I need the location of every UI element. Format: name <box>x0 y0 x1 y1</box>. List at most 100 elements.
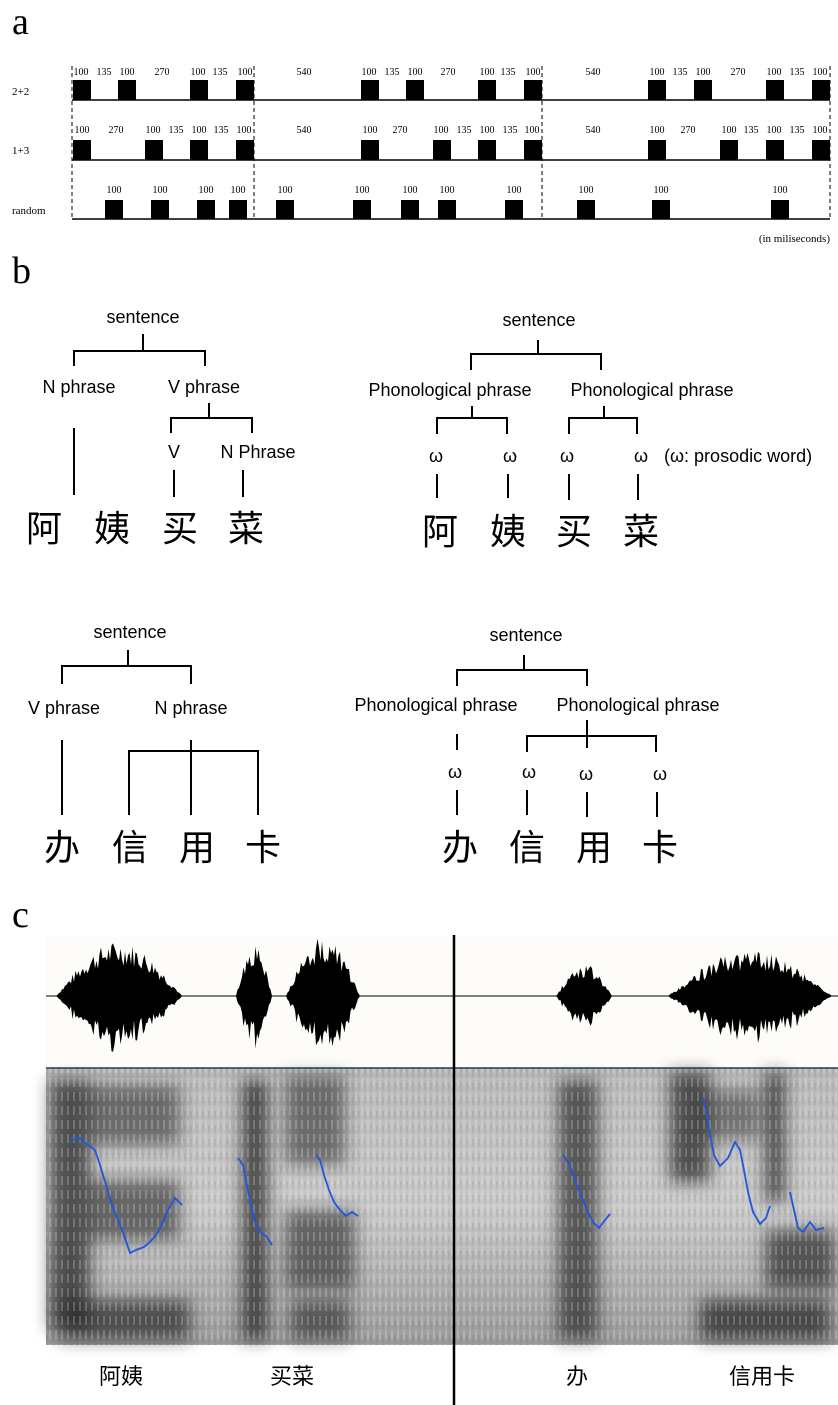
duration-label: 270 <box>155 67 170 78</box>
waveform <box>56 938 832 1052</box>
block <box>524 80 542 100</box>
block <box>478 80 496 100</box>
hanzi: 信 <box>509 828 545 869</box>
block <box>151 200 169 219</box>
hanzi: 用 <box>179 828 215 869</box>
block <box>361 140 379 160</box>
duration-label: 100 <box>74 67 89 78</box>
duration-label: 135 <box>169 125 184 136</box>
duration-label: 100 <box>231 185 246 196</box>
hanzi: 姨 <box>490 512 526 553</box>
node-omega: ω <box>503 446 517 466</box>
tree-prosody-2 <box>456 655 658 817</box>
tree-branch <box>170 403 253 433</box>
hanzi: 阿 <box>26 509 62 550</box>
duration-label: 100 <box>75 125 90 136</box>
duration-label: 540 <box>297 125 312 136</box>
duration-label: 100 <box>813 67 828 78</box>
tree-prosody-2-labels: sentence Phonological phrase Phonologica… <box>354 625 719 869</box>
duration-label: 135 <box>790 67 805 78</box>
duration-label: 135 <box>501 67 516 78</box>
waveform-segment <box>556 966 612 1026</box>
pitch-contour <box>562 1154 611 1230</box>
duration-label: 270 <box>441 67 456 78</box>
node-omega: ω <box>448 762 462 782</box>
duration-label: 100 <box>650 67 665 78</box>
duration-label: 100 <box>120 67 135 78</box>
block <box>401 200 419 219</box>
duration-label: 100 <box>238 67 253 78</box>
node-omega: ω <box>579 764 593 784</box>
hanzi: 办 <box>44 828 80 869</box>
caption-ban: 办 <box>566 1365 588 1390</box>
tree-branch <box>128 740 259 815</box>
node-n-phrase-sub: N Phrase <box>220 442 295 462</box>
node-phonological-phrase: Phonological phrase <box>556 695 719 715</box>
tree-syntax-1-labels: sentence N phrase V phrase V N Phrase 阿 … <box>26 307 296 550</box>
tree-branch <box>436 406 508 434</box>
duration-label: 540 <box>586 125 601 136</box>
node-phonological-phrase: Phonological phrase <box>570 380 733 400</box>
duration-label: 540 <box>586 67 601 78</box>
panel-a-letter: a <box>12 1 29 43</box>
block <box>648 140 666 160</box>
duration-label: 100 <box>363 125 378 136</box>
numbers-random: 100 100 100 100 100 100 100 100 100 100 … <box>107 185 788 196</box>
duration-label: 135 <box>673 67 688 78</box>
duration-label: 100 <box>480 125 495 136</box>
duration-label: 100 <box>107 185 122 196</box>
node-omega: ω <box>429 446 443 466</box>
blocks-1plus3 <box>73 140 830 160</box>
hanzi: 信 <box>112 828 148 869</box>
duration-label: 100 <box>767 67 782 78</box>
node-sentence: sentence <box>93 622 166 642</box>
hanzi: 菜 <box>623 512 659 553</box>
duration-label: 100 <box>507 185 522 196</box>
tree-branch <box>526 720 657 752</box>
tree-syntax-2-labels: sentence V phrase N phrase 办 信 用 卡 <box>28 622 281 869</box>
block <box>190 140 208 160</box>
duration-label: 100 <box>153 185 168 196</box>
hanzi: 买 <box>162 509 198 550</box>
omega-note: (ω: prosodic word) <box>664 446 812 466</box>
hanzi: 卡 <box>245 828 281 869</box>
panel-c-letter: c <box>12 894 29 936</box>
node-n-phrase: N phrase <box>42 377 115 397</box>
block <box>236 140 254 160</box>
tree-branch <box>456 655 588 686</box>
block <box>229 200 247 219</box>
hanzi: 用 <box>576 828 612 869</box>
node-omega: ω <box>522 762 536 782</box>
block <box>771 200 789 219</box>
duration-label: 100 <box>192 125 207 136</box>
duration-label: 270 <box>681 125 696 136</box>
duration-label: 135 <box>385 67 400 78</box>
duration-label: 100 <box>480 67 495 78</box>
duration-label: 135 <box>457 125 472 136</box>
numbers-1plus3: 100 270 100 135 100 135 100 540 100 270 … <box>75 125 828 136</box>
block <box>505 200 523 219</box>
block <box>353 200 371 219</box>
blocks-random <box>105 200 789 219</box>
block <box>652 200 670 219</box>
caption-ayi: 阿姨 <box>99 1365 143 1390</box>
node-phonological-phrase: Phonological phrase <box>354 695 517 715</box>
block <box>73 140 91 160</box>
duration-label: 100 <box>191 67 206 78</box>
duration-label: 100 <box>237 125 252 136</box>
duration-label: 100 <box>355 185 370 196</box>
pitch-contour <box>237 1157 273 1246</box>
spectrogram <box>46 1068 838 1345</box>
duration-label: 100 <box>650 125 665 136</box>
pitch-contour <box>702 1097 771 1226</box>
tree-branch <box>470 340 602 370</box>
hanzi: 买 <box>556 512 592 553</box>
tree-prosody-1 <box>436 340 639 500</box>
duration-label: 100 <box>773 185 788 196</box>
duration-label: 135 <box>213 67 228 78</box>
hanzi: 阿 <box>422 512 458 553</box>
hanzi: 姨 <box>94 509 130 550</box>
blocks-2plus2 <box>73 80 830 100</box>
duration-label: 100 <box>199 185 214 196</box>
panel-c: c <box>12 894 838 1405</box>
